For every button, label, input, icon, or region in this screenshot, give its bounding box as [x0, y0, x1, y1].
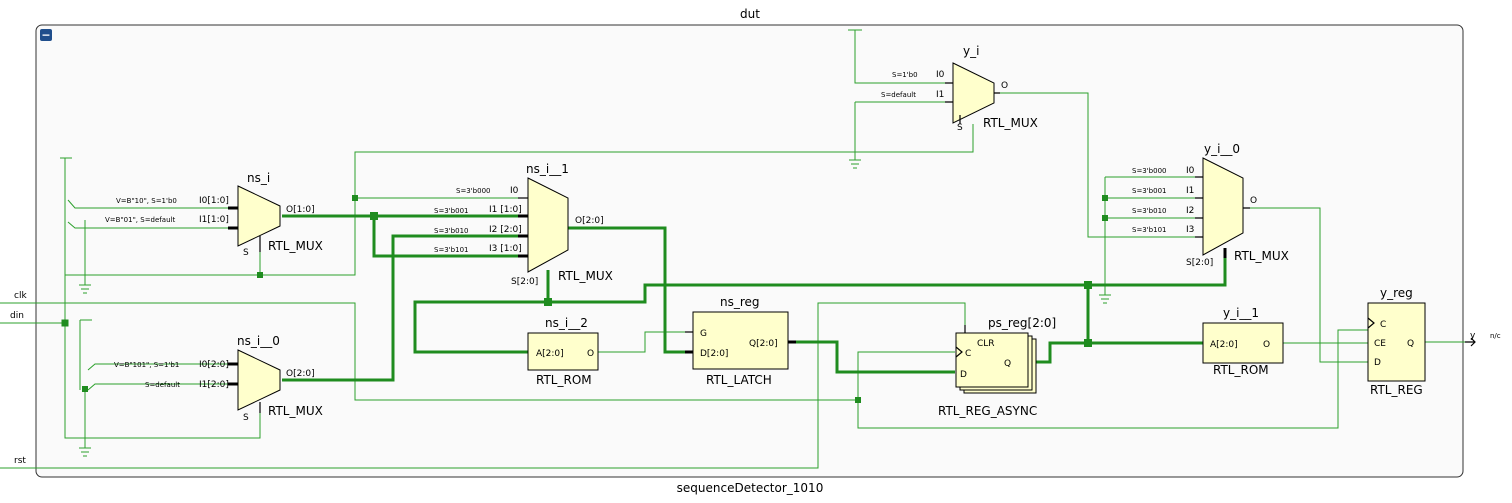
pin-sel-label: S=default [145, 381, 180, 389]
nets [0, 29, 1465, 469]
cell-ns-i-0[interactable]: ns_i__0 V=B"101", S=1'b1 S=default I0[2:… [114, 334, 323, 423]
junctions [61, 195, 1108, 403]
cell-name: ns_i__0 [237, 334, 280, 348]
module-instance-label: dut [740, 7, 760, 21]
cell-name: ns_reg [720, 295, 760, 309]
pin-label: O [587, 349, 594, 359]
pin-label: I1[1:0] [199, 215, 229, 225]
pin-label: CE [1374, 339, 1386, 349]
clk-port-label[interactable]: clk [14, 291, 27, 301]
y-port-label: y [1470, 331, 1476, 341]
pin-label: C [965, 349, 971, 359]
cell-type: RTL_REG [1370, 383, 1423, 397]
pin-label: I3 [1186, 225, 1194, 235]
cell-name: ns_i__2 [545, 316, 588, 330]
cell-ns-reg[interactable]: ns_reg G D[2:0] Q[2:0] RTL_LATCH [685, 295, 796, 387]
pin-label: A[2:0] [1210, 340, 1238, 350]
pin-label: I0[1:0] [199, 196, 229, 206]
pin-label: O[1:0] [286, 205, 315, 215]
pin-sel-label: S=3'b001 [434, 207, 469, 215]
cell-type: RTL_ROM [1213, 363, 1269, 377]
pin-sel-label: S=3'b000 [1132, 167, 1167, 175]
pin-label: S [243, 413, 249, 423]
cell-y-i-1[interactable]: y_i__1 A[2:0] O RTL_ROM [1202, 306, 1284, 377]
cell-type: RTL_MUX [983, 116, 1038, 130]
pin-label: CLR [977, 339, 995, 349]
cell-name: y_i [963, 44, 979, 58]
no-connect-label: n/c [1490, 332, 1501, 340]
cell-type: RTL_MUX [1234, 249, 1289, 263]
pin-label: S[2:0] [1186, 258, 1213, 268]
pin-label: I3 [1:0] [489, 244, 522, 254]
pin-label: D [960, 370, 967, 380]
pin-sel-label: S=3'b101 [1132, 226, 1167, 234]
pin-label: I1 [1:0] [489, 205, 522, 215]
buses [282, 214, 1227, 382]
pin-label: S [243, 248, 249, 258]
cell-ns-i[interactable]: ns_i V=B"10", S=1'b0 V=B"01", S=default … [105, 171, 323, 258]
pin-label: G [700, 329, 707, 339]
cell-ns-i-1[interactable]: ns_i__1 S=3'b000 S=3'b001 S=3'b010 S=3'b… [434, 162, 613, 287]
cell-name: y_i__0 [1204, 142, 1240, 156]
cell-name: ns_i__1 [526, 162, 569, 176]
pin-label: C [1380, 320, 1386, 330]
pin-sel-label: V=B"101", S=1'b1 [114, 361, 179, 369]
pin-label: I0[2:0] [199, 360, 229, 370]
collapse-icon: − [41, 29, 50, 42]
cell-name: y_reg [1380, 286, 1413, 300]
cell-type: RTL_REG_ASYNC [938, 404, 1037, 418]
pin-label: A[2:0] [536, 349, 564, 359]
cell-type: RTL_LATCH [706, 373, 772, 387]
pin-label: S[2:0] [511, 277, 538, 287]
pin-label: O[2:0] [286, 369, 315, 379]
pin-label: I1[2:0] [199, 380, 229, 390]
pin-label: I1 [1186, 186, 1194, 196]
pin-sel-label: S=1'b0 [892, 71, 918, 79]
cell-ps-reg[interactable]: ps_reg[2:0] CLR C D Q RTL_REG_ASYNC [938, 316, 1056, 418]
cell-type: RTL_ROM [536, 373, 592, 387]
pin-sel-label: S=3'b000 [456, 187, 491, 195]
pin-label: I1 [936, 90, 944, 100]
pin-label: I2 [1186, 206, 1194, 216]
pin-label: I0 [510, 186, 519, 196]
din-port-label[interactable]: din [10, 311, 24, 321]
pin-label: O[2:0] [575, 216, 604, 226]
pin-label: S [957, 123, 963, 133]
collapse-button[interactable]: − [40, 29, 52, 42]
pin-sel-label: S=3'b001 [1132, 187, 1167, 195]
pin-label: I0 [936, 70, 945, 80]
module-type-label: sequenceDetector_1010 [677, 481, 824, 495]
cell-type: RTL_MUX [558, 269, 613, 283]
pin-sel-label: S=3'b010 [434, 227, 469, 235]
cell-ns-i-2[interactable]: ns_i__2 A[2:0] O RTL_ROM [527, 316, 599, 387]
pin-label: O [1001, 81, 1008, 91]
pin-label: Q[2:0] [749, 339, 778, 349]
pin-label: Q [1407, 339, 1414, 349]
pin-label: I0 [1186, 166, 1195, 176]
pin-sel-label: V=B"01", S=default [105, 216, 175, 224]
cell-type: RTL_MUX [268, 239, 323, 253]
pin-label: I2 [2:0] [489, 225, 522, 235]
pin-label: D[2:0] [700, 349, 728, 359]
pin-label: D [1374, 358, 1381, 368]
pin-label: Q [1004, 359, 1011, 369]
cell-name: ps_reg[2:0] [988, 316, 1056, 330]
pin-sel-label: V=B"10", S=1'b0 [116, 197, 177, 205]
rst-port-label[interactable]: rst [14, 456, 26, 466]
pin-label: O [1263, 340, 1270, 350]
cell-name: ns_i [247, 171, 270, 185]
cell-y-i-0[interactable]: y_i__0 S=3'b000 S=3'b001 S=3'b010 S=3'b1… [1132, 142, 1289, 268]
cell-y-reg[interactable]: y_reg C CE D Q RTL_REG [1367, 286, 1426, 397]
pin-sel-label: S=default [881, 91, 916, 99]
cell-name: y_i__1 [1223, 306, 1259, 320]
pin-label: O [1250, 196, 1257, 206]
output-port-y[interactable]: y n/c [1465, 331, 1501, 347]
cell-y-i[interactable]: y_i S=1'b0 S=default I0 I1 O S RTL_MUX [881, 44, 1038, 133]
cell-type: RTL_MUX [268, 404, 323, 418]
pin-sel-label: S=3'b010 [1132, 207, 1167, 215]
pin-sel-label: S=3'b101 [434, 246, 469, 254]
